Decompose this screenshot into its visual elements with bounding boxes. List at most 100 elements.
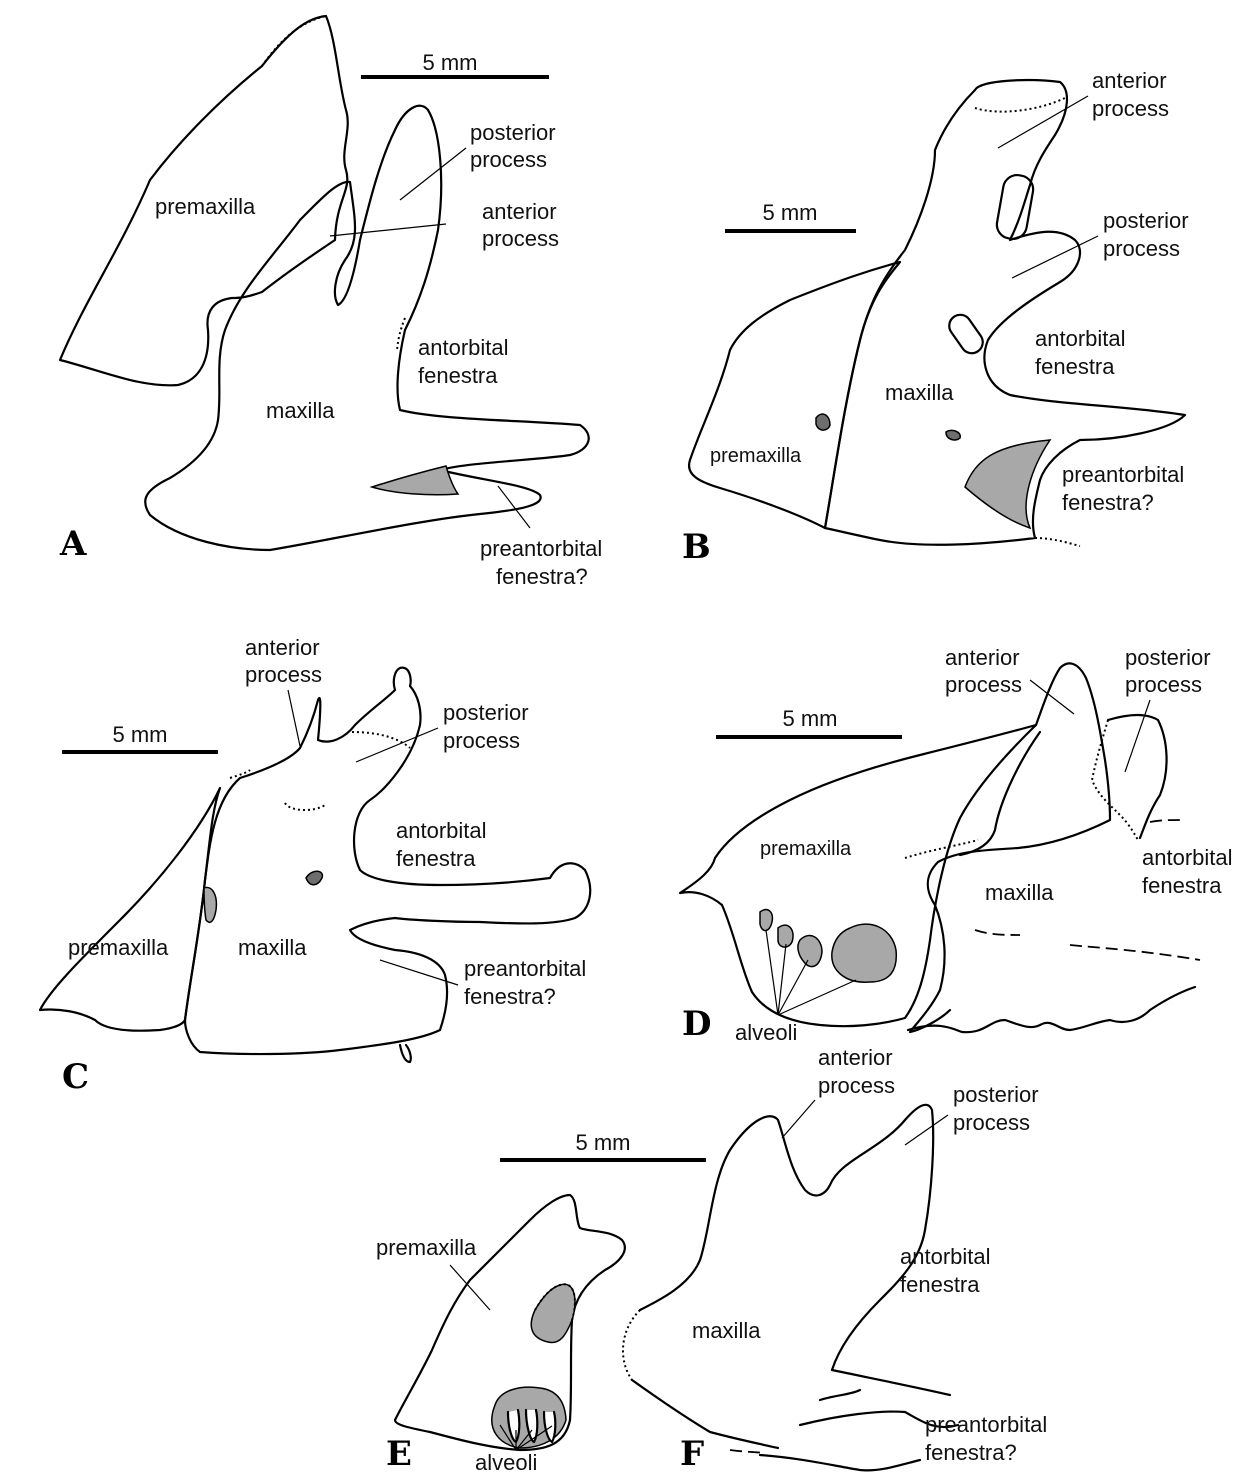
label-anterior-b: anterior xyxy=(1092,68,1167,93)
label-anterior-process-a: process xyxy=(482,226,559,251)
broken-edge-d3 xyxy=(1150,820,1180,822)
leader-anterior-a xyxy=(330,224,446,236)
premaxilla-outline-c xyxy=(40,788,220,1031)
maxilla-outline-f xyxy=(640,1105,933,1370)
maxilla-outline-d xyxy=(910,663,1110,1032)
leader-alveoli-d4 xyxy=(778,980,856,1015)
leader-alveoli-d2 xyxy=(778,944,786,1015)
foramen-b2 xyxy=(946,430,960,440)
label-posterior-process-a: process xyxy=(470,147,547,172)
foramen-b1 xyxy=(816,414,830,430)
label-antorbital-fenestra-a: fenestra xyxy=(418,363,498,388)
broken-edge-a2 xyxy=(395,106,428,130)
label-preantorbital-f: preantorbital xyxy=(925,1412,1047,1437)
alveolus-d4 xyxy=(832,924,896,982)
leader-anterior-b xyxy=(998,96,1088,148)
scale-label-b: 5 mm xyxy=(763,200,818,225)
scale-label-d: 5 mm xyxy=(783,706,838,731)
leader-premaxilla-e xyxy=(450,1265,490,1310)
label-antorbital-fenestra-f: fenestra xyxy=(900,1272,980,1297)
label-maxilla-d: maxilla xyxy=(985,880,1054,905)
broken-edge-c3 xyxy=(352,732,410,748)
label-posterior-d: posterior xyxy=(1125,645,1211,670)
broken-edge-d5 xyxy=(1070,945,1200,960)
leader-posterior-d xyxy=(1125,700,1150,772)
label-anterior-d: anterior xyxy=(945,645,1020,670)
label-anterior-process-b: process xyxy=(1092,96,1169,121)
preantorbital-shade-b xyxy=(965,440,1050,528)
label-maxilla-c: maxilla xyxy=(238,935,307,960)
label-antorbital-fenestra-d: fenestra xyxy=(1142,873,1222,898)
panel-c: 5 mm anterior process posterior process … xyxy=(40,635,590,1097)
fenestra-rim-f2 xyxy=(820,1390,860,1400)
scale-label-c: 5 mm xyxy=(113,722,168,747)
fenestra-rim-f1 xyxy=(832,1370,950,1395)
panel-letter-f: F xyxy=(680,1434,704,1474)
leader-posterior-b xyxy=(1012,236,1098,278)
label-antorbital-b: antorbital xyxy=(1035,326,1126,351)
label-premaxilla-c: premaxilla xyxy=(68,935,169,960)
panel-letter-d: D xyxy=(682,1004,711,1044)
leader-posterior-a xyxy=(400,148,466,200)
maxilla-outline-a xyxy=(145,106,589,550)
leader-anterior-c xyxy=(288,690,300,746)
leader-anterior-f xyxy=(782,1100,815,1138)
alveolus-d2 xyxy=(778,925,793,947)
leader-alveoli-d3 xyxy=(778,960,808,1015)
label-antorbital-fenestra-c: fenestra xyxy=(396,846,476,871)
tooth-tip-c xyxy=(400,1045,411,1062)
label-premaxilla-b: premaxilla xyxy=(710,445,802,467)
panel-letter-e: E xyxy=(386,1434,412,1474)
broken-edge-c2 xyxy=(285,803,325,810)
panel-b: 5 mm anterior process posterior process … xyxy=(682,68,1189,567)
label-posterior-b: posterior xyxy=(1103,208,1189,233)
alveolus-d1 xyxy=(760,910,772,931)
label-antorbital-fenestra-b: fenestra xyxy=(1035,354,1115,379)
panel-d: 5 mm anterior process posterior process … xyxy=(680,645,1233,1045)
label-preantorbital-fenestra-a: fenestra? xyxy=(496,564,588,589)
label-anterior-process-d: process xyxy=(945,672,1022,697)
label-premaxilla-a: premaxilla xyxy=(155,194,256,219)
broken-edge-d2 xyxy=(1092,720,1138,840)
label-maxilla-a: maxilla xyxy=(266,398,335,423)
alveolus-d3 xyxy=(798,936,822,967)
panel-a: 5 mm premaxilla maxilla posterior proces… xyxy=(59,16,602,589)
label-posterior-process-b: process xyxy=(1103,236,1180,261)
label-posterior-process-d: process xyxy=(1125,672,1202,697)
panel-letter-b: B xyxy=(682,527,711,567)
broken-edge-f2 xyxy=(730,1450,765,1453)
label-antorbital-f: antorbital xyxy=(900,1244,991,1269)
foramen-c1 xyxy=(204,887,216,922)
label-anterior-f: anterior xyxy=(818,1045,893,1070)
broken-edge-b1 xyxy=(975,98,1065,112)
label-preantorbital-c: preantorbital xyxy=(464,956,586,981)
maxilla-ventral-f xyxy=(632,1380,778,1448)
label-premaxilla-d: premaxilla xyxy=(760,838,852,860)
label-antorbital-c: antorbital xyxy=(396,818,487,843)
label-preantorbital-fenestra-c: fenestra? xyxy=(464,984,556,1009)
posterior-process-d xyxy=(1108,715,1167,838)
label-premaxilla-e: premaxilla xyxy=(376,1235,477,1260)
premaxilla-outline-b xyxy=(689,262,900,528)
maxilla-ventral-d xyxy=(908,987,1195,1032)
preantorbital-shade-a xyxy=(372,466,458,495)
leader-preantorbital-c xyxy=(380,960,458,985)
suture-d xyxy=(960,732,1040,855)
broken-edge-f1 xyxy=(623,1310,640,1380)
label-anterior-process-c: process xyxy=(245,662,322,687)
label-antorbital-a: antorbital xyxy=(418,335,509,360)
ventral-edge-f xyxy=(760,1455,920,1470)
label-maxilla-f: maxilla xyxy=(692,1318,761,1343)
label-posterior-c: posterior xyxy=(443,700,529,725)
fenestra-hole-b2 xyxy=(945,310,987,357)
panel-f: anterior process posterior process antor… xyxy=(623,1045,1047,1474)
panel-letter-c: C xyxy=(62,1057,89,1097)
label-anterior-process-f: process xyxy=(818,1073,895,1098)
label-alveoli-d: alveoli xyxy=(735,1020,797,1045)
scale-label-e: 5 mm xyxy=(576,1130,631,1155)
label-anterior-a: anterior xyxy=(482,199,557,224)
broken-edge-d1 xyxy=(905,840,978,858)
label-antorbital-d: antorbital xyxy=(1142,845,1233,870)
broken-edge-d4 xyxy=(975,930,1020,935)
